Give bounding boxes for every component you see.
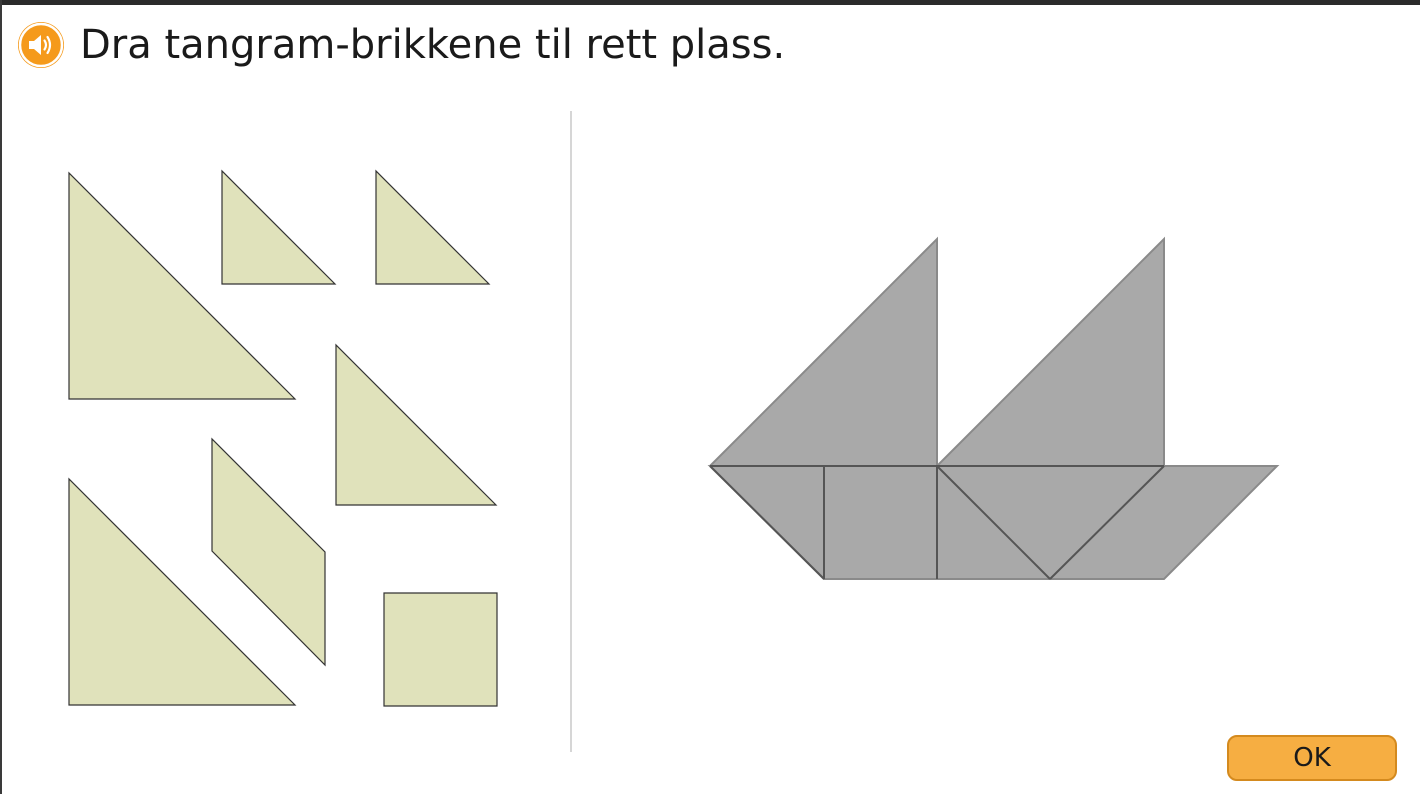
top-border (0, 0, 1420, 5)
piece-tray (68, 169, 498, 707)
left-border (0, 0, 2, 794)
instruction-text: Dra tangram-brikkene til rett plass. (80, 22, 786, 68)
large-triangle-piece-1[interactable] (68, 171, 297, 400)
task-header: Dra tangram-brikkene til rett plass. (18, 22, 785, 68)
small-triangle-piece-2[interactable] (375, 169, 491, 285)
audio-button[interactable] (18, 22, 64, 68)
parallelogram-piece[interactable] (211, 437, 326, 667)
panel-divider (570, 111, 572, 752)
large-triangle-piece-2[interactable] (68, 477, 297, 706)
medium-triangle-piece[interactable] (335, 343, 498, 506)
ok-button[interactable]: OK (1227, 735, 1397, 781)
speaker-icon (18, 22, 64, 68)
square-piece[interactable] (383, 592, 498, 707)
target-internal-edges (709, 465, 1165, 580)
target-silhouette (707, 236, 1280, 580)
small-triangle-piece-1[interactable] (221, 169, 337, 285)
